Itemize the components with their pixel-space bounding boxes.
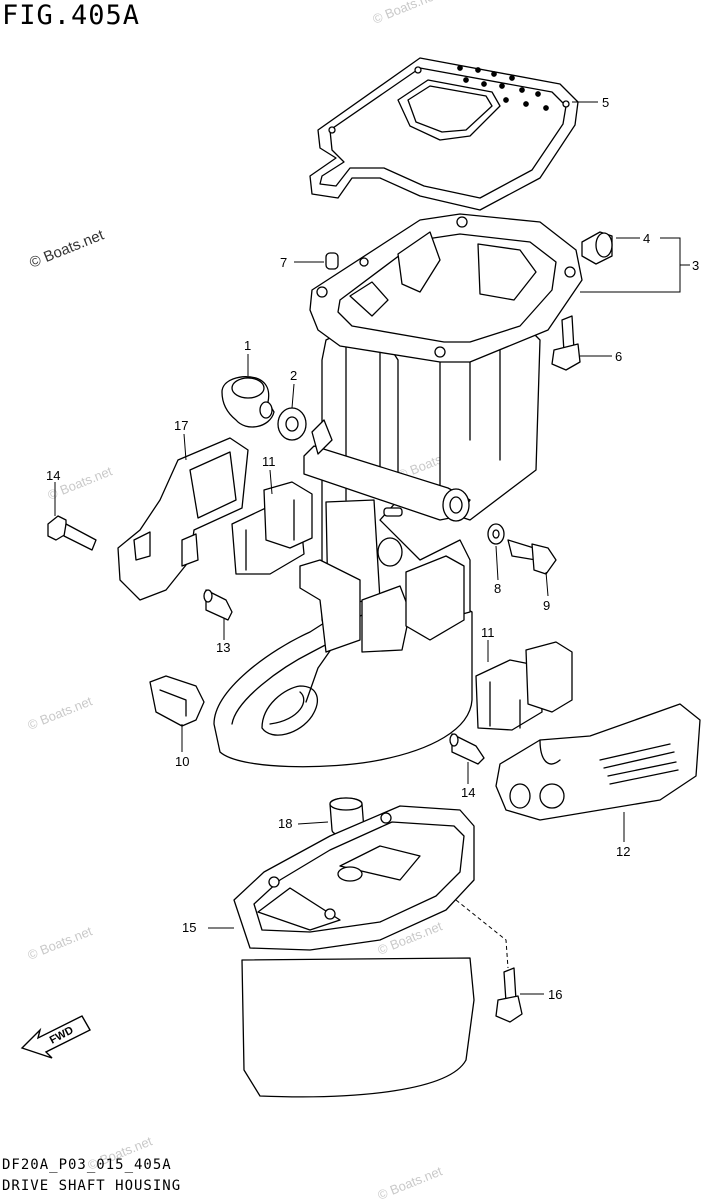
callout-12: 17 bbox=[174, 418, 188, 433]
callout-14-right: 14 bbox=[461, 785, 475, 800]
watermark: © Boats.net bbox=[27, 226, 107, 272]
part-2-washer bbox=[277, 407, 307, 441]
callout-3: 3 bbox=[692, 258, 699, 273]
callout-9: 9 bbox=[543, 598, 550, 613]
part-8-washer bbox=[487, 523, 505, 545]
callout-18: 18 bbox=[278, 816, 292, 831]
part-7-dowel-pin bbox=[325, 252, 339, 270]
watermark: © Boats.net bbox=[26, 693, 95, 733]
callout-11-lower: 11 bbox=[481, 625, 495, 640]
callout-2: 2 bbox=[290, 368, 297, 383]
callout-17: 16 bbox=[548, 987, 562, 1002]
part-13-lower-bracket bbox=[495, 703, 701, 821]
part-14-pin-right bbox=[449, 733, 485, 765]
callout-16: 15 bbox=[182, 920, 196, 935]
part-11-mount-upper bbox=[231, 481, 313, 575]
callout-13: 12 bbox=[616, 844, 630, 859]
watermark: © Boats.net bbox=[26, 923, 95, 963]
part-11-mount-lower bbox=[475, 641, 573, 731]
part-6-bolt bbox=[551, 315, 581, 371]
watermark: © Boats.net bbox=[371, 0, 440, 27]
callout-numbers: 5 4 3 7 6 1 2 17 11 14 13 8 9 10 11 14 1… bbox=[46, 95, 699, 1002]
callout-14-left: 13 bbox=[216, 640, 230, 655]
leader-lines bbox=[54, 101, 690, 995]
figure-code: DF20A_P03_015_405A bbox=[2, 1157, 172, 1173]
part-5-gasket bbox=[309, 57, 579, 211]
part-4-plug bbox=[581, 231, 613, 265]
part-9-screw bbox=[507, 539, 557, 575]
part-12-bracket bbox=[117, 437, 249, 601]
callout-8: 8 bbox=[494, 581, 501, 596]
callout-5: 5 bbox=[602, 95, 609, 110]
watermark: © Boats.net bbox=[376, 1163, 445, 1200]
figure-name: DRIVE SHAFT HOUSING bbox=[2, 1178, 182, 1194]
part-16-lower-cover bbox=[233, 805, 475, 1098]
callout-1: 1 bbox=[244, 338, 251, 353]
part-3-drive-shaft-housing bbox=[213, 213, 583, 768]
callout-10: 10 bbox=[175, 754, 189, 769]
callout-6: 6 bbox=[615, 349, 622, 364]
part-14-pin-left bbox=[203, 589, 233, 621]
part-1-grommet bbox=[221, 376, 275, 428]
part-10-clip bbox=[149, 675, 205, 727]
callout-15: 14 bbox=[46, 468, 60, 483]
figure-title: FIG.405A bbox=[2, 0, 141, 31]
part-17-bolt bbox=[495, 967, 523, 1023]
callout-4: 4 bbox=[643, 231, 650, 246]
callout-11-upper: 11 bbox=[262, 454, 276, 469]
part-15-bolt bbox=[47, 515, 97, 551]
fwd-arrow: FWD bbox=[20, 1015, 91, 1059]
callout-7: 7 bbox=[280, 255, 287, 270]
